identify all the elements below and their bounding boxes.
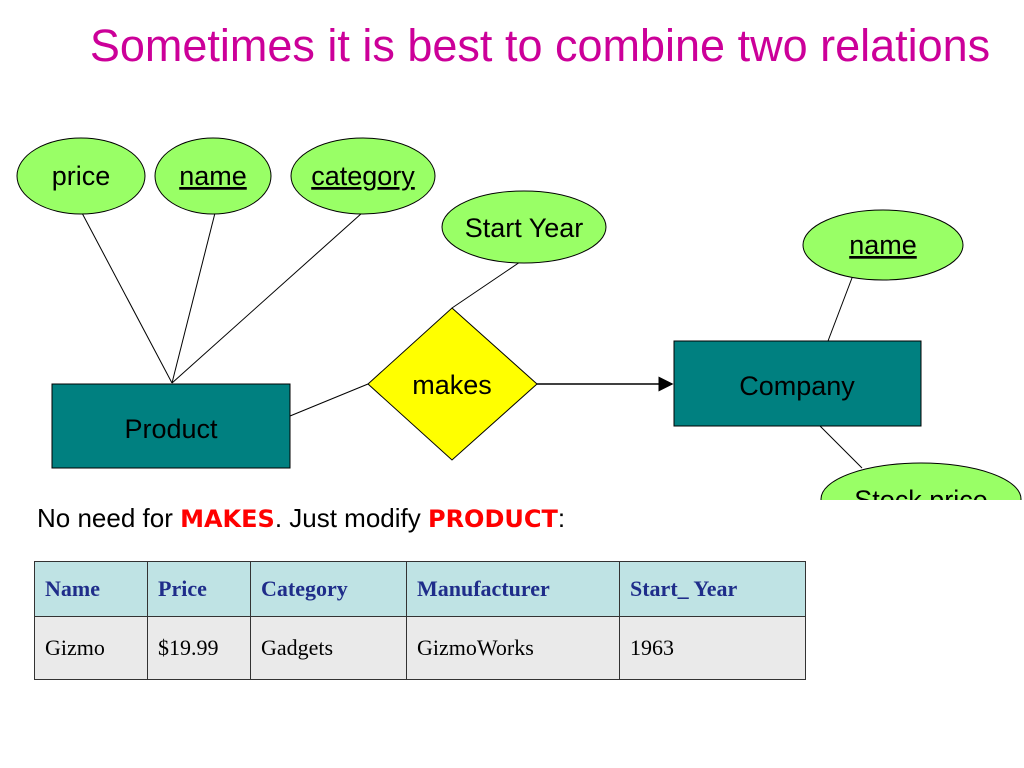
attribute-start-year: Start Year [441, 190, 607, 264]
entity-company-label: Company [739, 371, 855, 401]
attribute-company-name-label: name [849, 230, 917, 260]
caption-middle: . Just modify [274, 503, 428, 533]
attribute-category-label: category [311, 161, 415, 191]
column-header-name: Name [34, 561, 148, 617]
table-row: Gizmo $19.99 Gadgets GizmoWorks 1963 [34, 616, 806, 680]
attribute-price-label: price [52, 161, 111, 191]
entity-company: Company [673, 340, 922, 427]
er-diagram: price name category Start Year name Stoc… [16, 137, 1022, 500]
cell-name: Gizmo [34, 616, 148, 680]
entity-product: Product [51, 383, 291, 469]
cell-manufacturer: GizmoWorks [406, 616, 620, 680]
attribute-stock-price-label: Stock price [854, 485, 988, 500]
attribute-product-name-label: name [179, 161, 247, 191]
relationship-makes: makes [367, 307, 538, 461]
caption-makes-emphasis: makes [180, 505, 275, 533]
column-header-manufacturer: Manufacturer [406, 561, 620, 617]
attribute-price: price [16, 137, 146, 215]
edge-price-product [81, 212, 173, 384]
product-relation-table: Name Price Category Manufacturer Start_ … [34, 561, 806, 680]
edge-name-product [171, 212, 216, 384]
edge-product-makes [289, 383, 369, 417]
relationship-makes-label: makes [412, 370, 492, 400]
cell-start-year: 1963 [619, 616, 806, 680]
column-header-price: Price [147, 561, 251, 617]
edge-companyname-company [827, 269, 856, 342]
edge-category-product [171, 212, 363, 384]
attribute-company-name: name [802, 209, 964, 281]
attribute-start-year-label: Start Year [465, 213, 584, 243]
slide-title: Sometimes it is best to combine two rela… [89, 20, 991, 71]
attribute-stock-price: Stock price [820, 462, 1022, 500]
caption: No need for makes. Just modify Product: [37, 503, 565, 534]
caption-product-emphasis: Product [427, 505, 558, 533]
edge-stockprice-company [819, 425, 863, 469]
column-header-category: Category [250, 561, 407, 617]
edge-startyear-makes [451, 261, 521, 309]
caption-prefix: No need for [37, 503, 181, 533]
caption-suffix: : [557, 503, 566, 533]
attribute-product-name: name [154, 137, 272, 215]
cell-category: Gadgets [250, 616, 407, 680]
cell-price: $19.99 [147, 616, 251, 680]
entity-product-label: Product [124, 414, 218, 444]
attribute-category: category [290, 137, 436, 215]
column-header-start-year: Start_ Year [619, 561, 806, 617]
table-header-row: Name Price Category Manufacturer Start_ … [34, 561, 806, 617]
